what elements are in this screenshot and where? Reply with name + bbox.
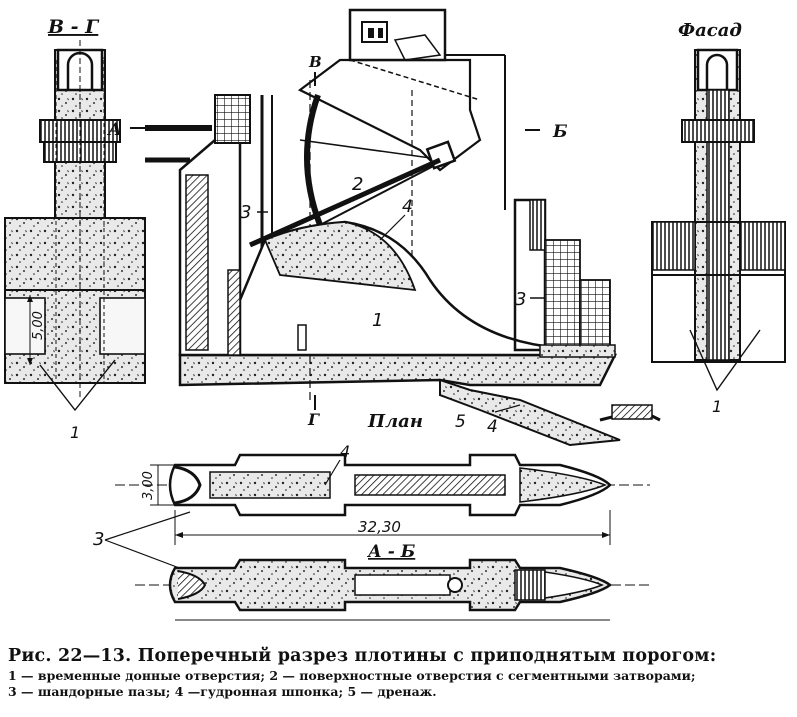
callout-3-right: 3	[515, 289, 526, 310]
plan-title: План	[367, 411, 423, 432]
main-cross-section	[130, 8, 661, 447]
cut-label-g: Г	[307, 410, 320, 429]
section-ab-title: А - Б	[366, 542, 416, 562]
figure-caption: Рис. 22—13. Поперечный разрез плотины с …	[8, 646, 788, 700]
cut-label-b: Б	[552, 122, 568, 142]
section-ab-view	[135, 558, 650, 621]
plan-length-dimension: 32,30	[358, 518, 401, 536]
callout-3-left: 3	[240, 202, 251, 223]
legend-item-4: 4 —гудронная шпонка;	[174, 684, 344, 699]
callout-4-plan: 4	[340, 442, 350, 461]
legend-item-2: 2 — поверхностные отверстия с сегментным…	[269, 668, 696, 683]
facade-title: Фасад	[678, 20, 742, 41]
caption-legend: 1 — временные донные отверстия; 2 — пове…	[8, 668, 788, 700]
plan-width-dimension: 3,00	[141, 471, 156, 500]
height-dimension-label: 5,00	[31, 311, 46, 340]
legend-item-5: 5 — дренаж.	[347, 684, 437, 699]
callout-5: 5	[455, 412, 466, 432]
callout-2: 2	[352, 174, 363, 195]
plan-view	[115, 453, 650, 545]
legend-item-3: 3 — шандорные пазы;	[8, 684, 171, 699]
legend-item-1: 1 — временные донные отверстия;	[8, 668, 265, 683]
dam-cross-section-drawing: В - Г 5,00 1	[4, 8, 786, 621]
caption-title: Рис. 22—13. Поперечный разрез плотины с …	[8, 646, 717, 666]
callout-1-right: 1	[712, 397, 722, 416]
callout-1-left: 1	[70, 423, 80, 442]
section-vg-title: В - Г	[47, 16, 100, 38]
cut-label-v: В	[308, 53, 322, 71]
cut-label-a: А	[106, 120, 122, 140]
callout-3-plan: 3	[93, 529, 104, 550]
callout-4-top: 4	[402, 197, 413, 217]
callout-1-center: 1	[372, 310, 383, 331]
facade-view	[651, 48, 786, 392]
section-vg-view	[4, 40, 146, 412]
callout-4-apron: 4	[487, 417, 498, 437]
